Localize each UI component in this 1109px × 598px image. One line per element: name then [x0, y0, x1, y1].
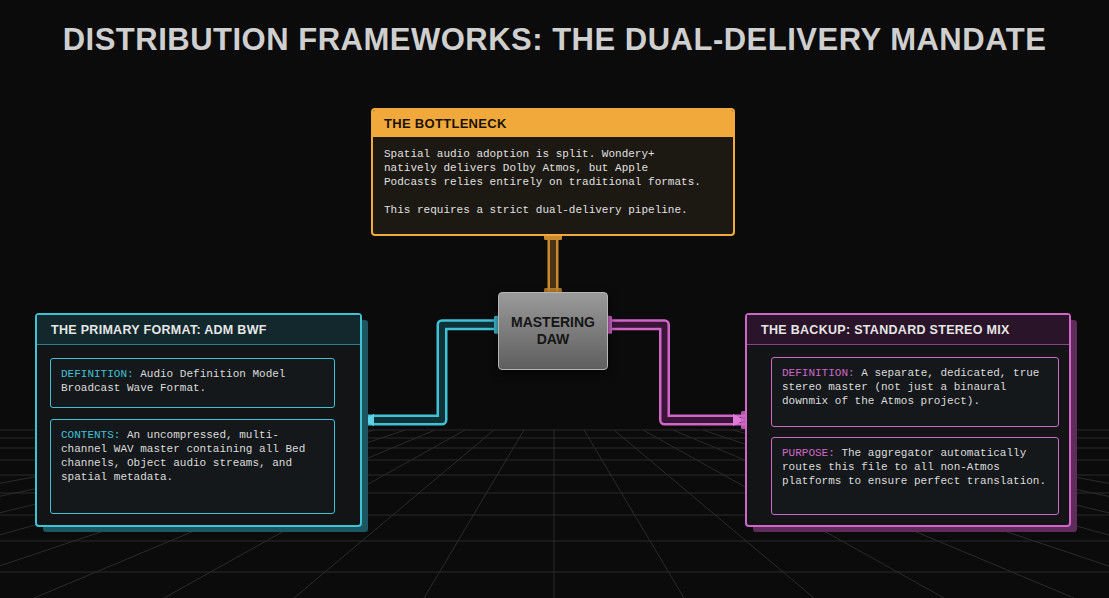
body-text: This requires a strict dual-delivery pip…: [384, 203, 704, 217]
detail-box: PURPOSE:The aggregator automatically rou…: [771, 437, 1059, 515]
field-label: CONTENTS:: [61, 429, 120, 441]
pipe-connector: [358, 316, 502, 429]
callout-box: THE BOTTLENECK Spatial audio adoption is …: [371, 108, 735, 236]
format-panel: THE PRIMARY FORMAT: ADM BWF DEFINITION:Au…: [35, 313, 362, 527]
format-panel: THE BACKUP: STANDARD STEREO MIX DEFINITIO…: [745, 313, 1071, 527]
pipe-outer: [608, 325, 745, 420]
box-heading: THE BOTTLENECK: [373, 110, 733, 137]
detail-box: CONTENTS:An uncompressed, multi-channel …: [50, 419, 335, 514]
pipe-connector: [604, 316, 749, 429]
field-label: PURPOSE:: [782, 447, 835, 459]
process-label: MASTERING DAW: [511, 314, 595, 348]
panel-heading: THE PRIMARY FORMAT: ADM BWF: [37, 315, 360, 345]
field-label: DEFINITION:: [61, 368, 134, 380]
process-box: MASTERING DAW: [498, 292, 608, 370]
pipe-inner: [550, 236, 556, 292]
panel-heading: THE BACKUP: STANDARD STEREO MIX: [747, 315, 1069, 345]
pipe-inner: [608, 325, 745, 420]
body-text: Spatial audio adoption is split. Wondery…: [384, 147, 704, 189]
pipe-inner: [362, 325, 498, 420]
pipe-outer: [548, 236, 559, 292]
detail-box: DEFINITION:Audio Definition Model Broadc…: [50, 358, 335, 408]
pipe-outer: [362, 325, 498, 420]
pipe-connector: [544, 232, 562, 296]
detail-box: DEFINITION:A separate, dedicated, true s…: [771, 357, 1059, 427]
field-label: DEFINITION:: [782, 367, 855, 379]
diagram-title: DISTRIBUTION FRAMEWORKS: THE DUAL-DELIVE…: [0, 22, 1109, 58]
